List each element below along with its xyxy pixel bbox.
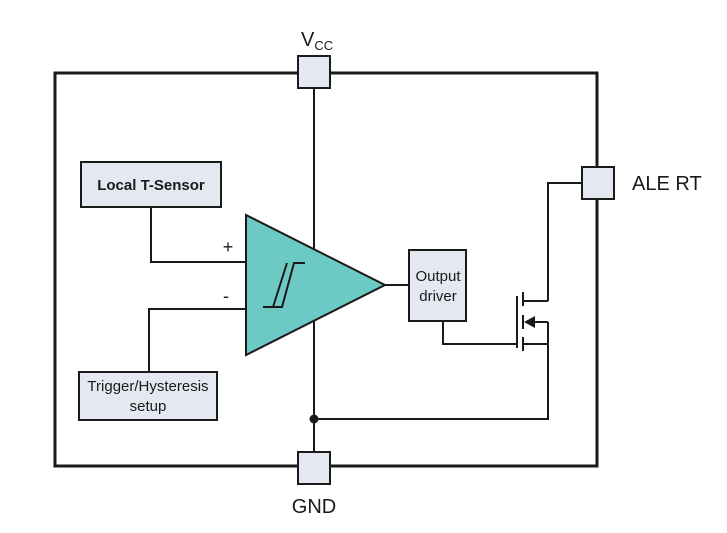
minus-input-label: - [223, 286, 229, 306]
local-t-sensor-box [80, 161, 222, 208]
trigger-setup-label: setup [130, 398, 167, 415]
alert-pin [581, 166, 615, 200]
mosfet-body-arrow [524, 316, 535, 328]
alert-label: ALE RT [632, 173, 702, 195]
output-driver-label-line1: Output [415, 268, 461, 285]
trigger-wire [148, 308, 246, 372]
comparator-triangle [245, 213, 388, 357]
vcc-label: VCC [301, 29, 333, 53]
output-driver-box [408, 249, 467, 322]
vcc-label-main: V [301, 29, 315, 51]
hysteresis-icon [263, 262, 305, 308]
ground-junction [309, 414, 319, 424]
gnd-pin [297, 451, 331, 485]
vcc-pin [297, 55, 331, 89]
gnd-label: GND [292, 496, 336, 518]
mosfet-icon [516, 292, 549, 351]
plus-input-label: + [223, 237, 234, 257]
output-driver-label-line2: driver [419, 288, 457, 305]
trigger-hysteresis-box [78, 371, 218, 421]
sensor-wire [150, 207, 246, 263]
trigger-hysteresis-label: Trigger/Hysteresis [87, 378, 208, 395]
vcc-label-subscript: CC [314, 38, 333, 53]
alert-wire [547, 182, 582, 301]
ground-bus [314, 344, 549, 420]
gate-wire [442, 321, 517, 345]
local-t-sensor-label: Local T-Sensor [97, 177, 205, 194]
